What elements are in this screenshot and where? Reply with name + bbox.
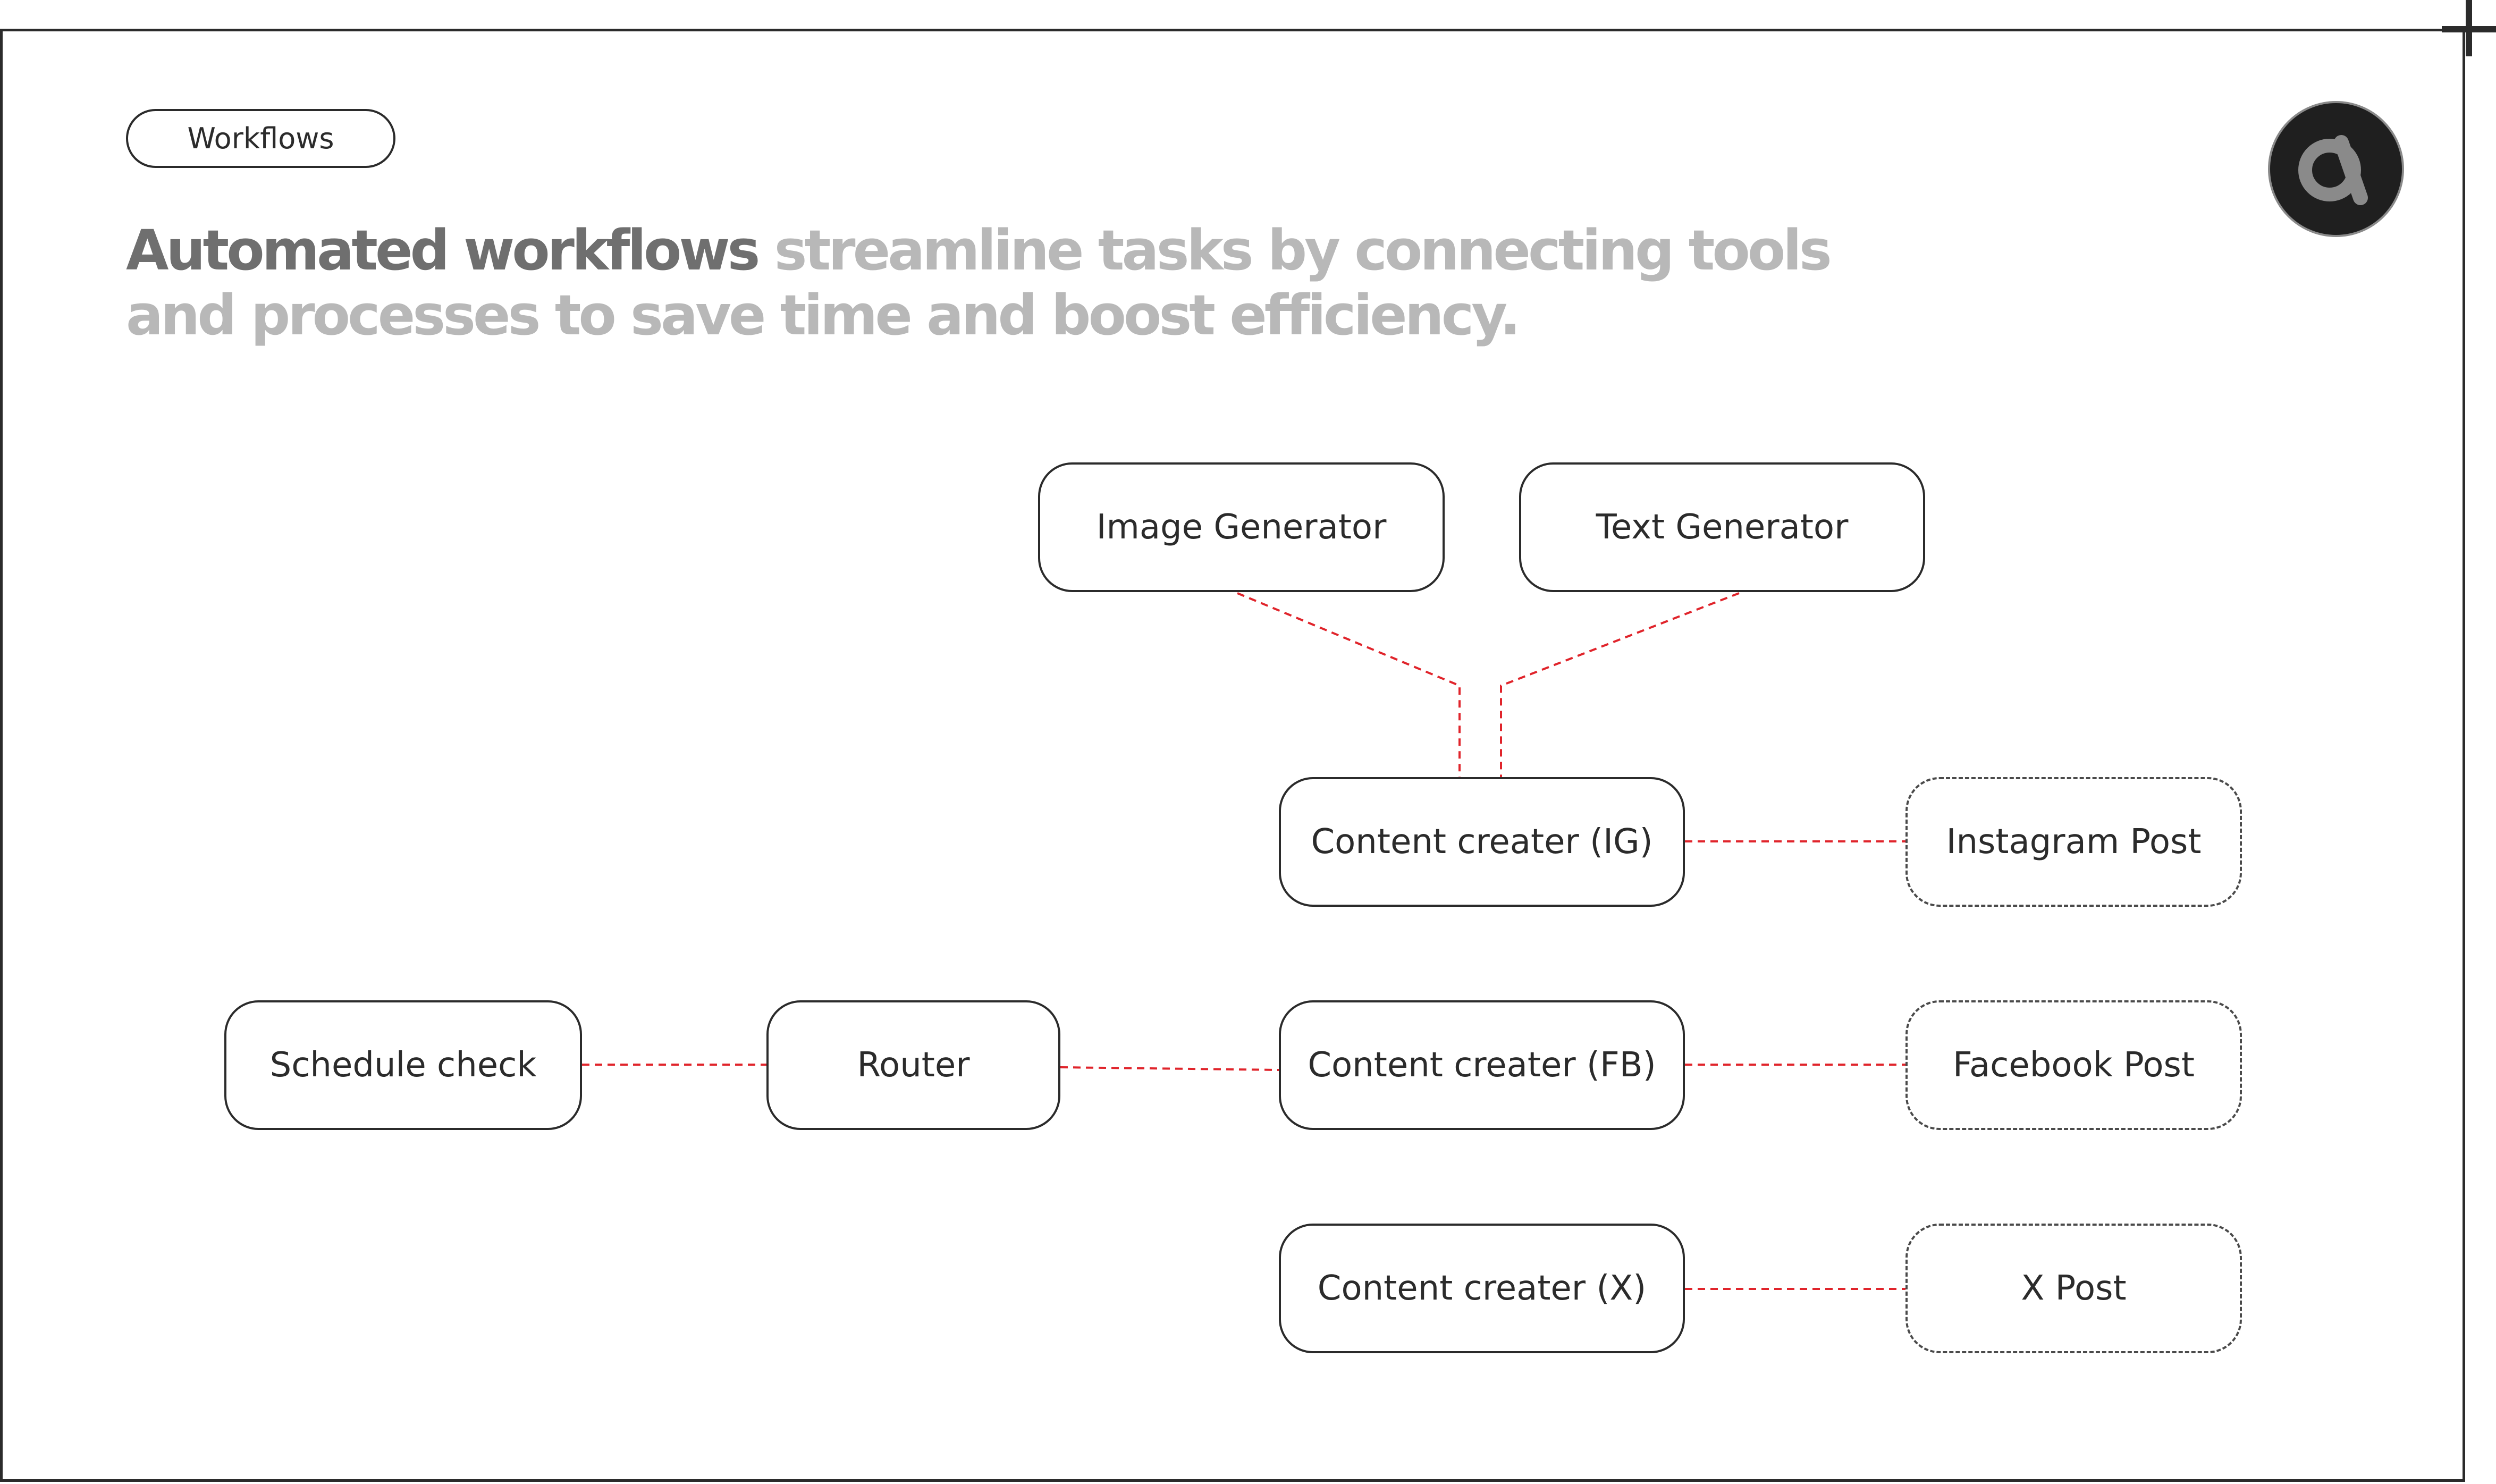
node-image-generator: Image Generator [1038,462,1445,592]
alpha-logo-icon [2268,101,2404,237]
node-label: Content creater (IG) [1311,822,1653,862]
node-router: Router [766,1000,1060,1130]
slide-frame [0,29,2465,1482]
node-label: Content creater (X) [1317,1269,1647,1308]
headline-rest: streamline tasks by connecting tools and… [126,218,1832,348]
node-content-creator-ig: Content creater (IG) [1279,777,1685,907]
workflows-tag-label: Workflows [187,122,334,155]
node-facebook-post: Facebook Post [1905,1000,2242,1130]
edge-image-to-ig [1237,592,1461,777]
node-content-creator-x: Content creater (X) [1279,1224,1685,1353]
node-x-post: X Post [1905,1224,2242,1353]
node-label: Instagram Post [1946,822,2202,862]
node-content-creator-fb: Content creater (FB) [1279,1000,1685,1130]
node-text-generator: Text Generator [1519,462,1925,592]
page-headline: Automated workflows streamline tasks by … [126,218,1880,348]
workflows-tag: Workflows [126,109,395,168]
node-label: Facebook Post [1953,1045,2195,1085]
node-label: Text Generator [1596,508,1849,547]
edge-text-to-ig [1500,592,1740,777]
headline-emphasis: Automated workflows [126,218,760,283]
node-label: Content creater (FB) [1308,1045,1656,1085]
node-label: Schedule check [269,1045,537,1085]
node-label: Router [857,1045,970,1085]
node-label: X Post [2021,1269,2127,1308]
plus-icon [2442,0,2496,56]
node-schedule-check: Schedule check [224,1000,582,1130]
edge-router-to-fb [1060,1066,1279,1071]
node-instagram-post: Instagram Post [1905,777,2242,907]
node-label: Image Generator [1096,508,1387,547]
